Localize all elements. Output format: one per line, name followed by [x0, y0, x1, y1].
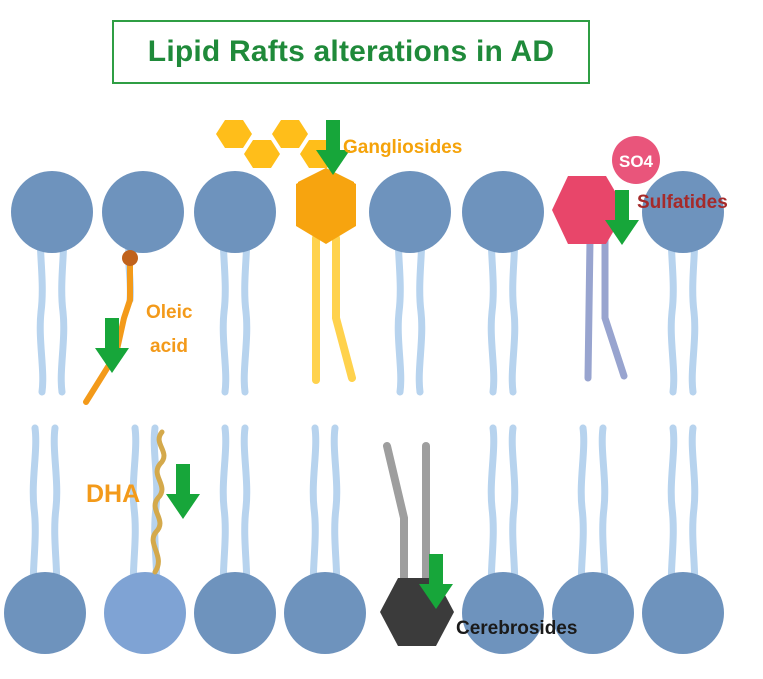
dha-down-arrow-icon — [166, 464, 200, 519]
phospholipid-head — [284, 572, 366, 654]
oleic-label-line1: Oleic — [146, 302, 193, 323]
sulfatides-label: Sulfatides — [637, 192, 728, 213]
sulfatide-lipid: SO4 Sulfatides — [552, 136, 728, 382]
phospholipid-head — [194, 572, 276, 654]
cerebroside-lipid: Cerebrosides — [380, 442, 577, 646]
so4-label: SO4 — [619, 152, 654, 171]
so4-group — [612, 136, 660, 184]
lower-leaflet-heads — [4, 572, 724, 654]
phospholipid-head — [102, 171, 184, 253]
oleic-label-line2: acid — [150, 336, 188, 357]
phospholipid-head — [4, 572, 86, 654]
oleic-acid: Oleic acid — [83, 250, 193, 405]
phospholipid-head — [369, 171, 451, 253]
oleic-acid-head — [122, 250, 138, 266]
phospholipid-head — [642, 572, 724, 654]
dha-label: DHA — [86, 480, 140, 508]
phospholipid-head — [642, 171, 724, 253]
gangliosides-label: Gangliosides — [343, 137, 462, 158]
phospholipid-head — [552, 572, 634, 654]
phospholipid-head — [104, 572, 186, 654]
phospholipid-head — [11, 171, 93, 253]
phospholipid-head — [462, 572, 544, 654]
ganglioside-lipid: Gangliosides — [216, 120, 462, 384]
phospholipid-head — [194, 171, 276, 253]
sulfatide-head-hexagon — [552, 176, 626, 244]
phospholipid-head — [462, 171, 544, 253]
upper-leaflet-heads — [11, 171, 724, 253]
diagram-title: Lipid Rafts alterations in AD — [112, 20, 590, 84]
sugar-chain-hexagons — [216, 120, 336, 168]
dha-chain: DHA — [86, 429, 200, 575]
cerebrosides-label: Cerebrosides — [456, 618, 577, 639]
